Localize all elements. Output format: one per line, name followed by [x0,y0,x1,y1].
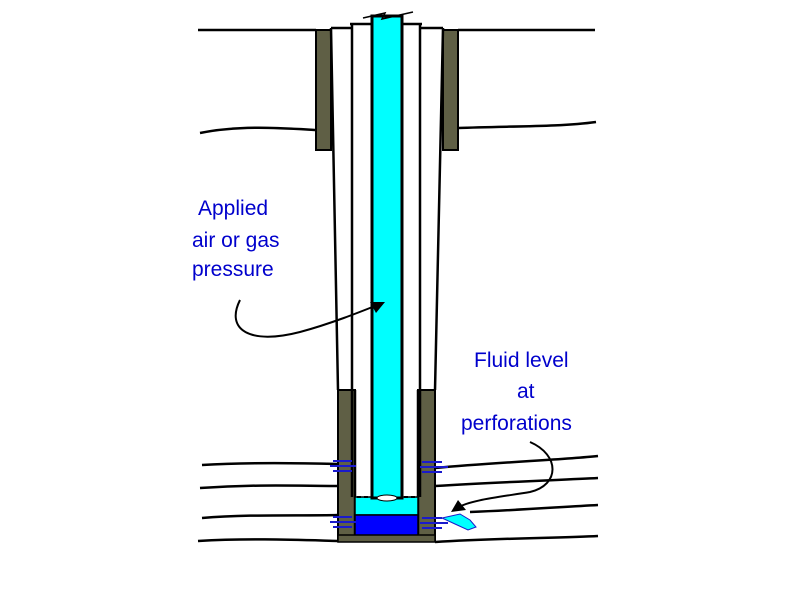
tubing-end [376,494,398,502]
fluid-level-arrow [456,441,554,509]
bottom-plug [337,534,436,543]
break-mark [362,11,414,21]
fluid-level-arrowhead [451,500,466,512]
formation-lines [197,28,599,544]
tubing [370,14,404,500]
applied-label-line1: Applied [198,197,269,220]
fluid-label-line1: Fluid level [474,349,569,372]
pressure-arrowhead [370,302,385,313]
fluid-label-line3: perforations [461,412,572,435]
fluid-label-line2: at [517,380,535,403]
upper-cement-left [315,29,332,151]
fluid-entry-blob [440,513,477,531]
perforation-marks [330,460,448,529]
applied-label-line3: pressure [192,258,274,281]
upper-cement-right [442,29,459,151]
casing [350,24,422,535]
applied-label-line2: air or gas [192,229,280,252]
borehole-wall [329,27,445,391]
pressure-arrow [234,299,381,338]
fluid-column [354,514,419,537]
